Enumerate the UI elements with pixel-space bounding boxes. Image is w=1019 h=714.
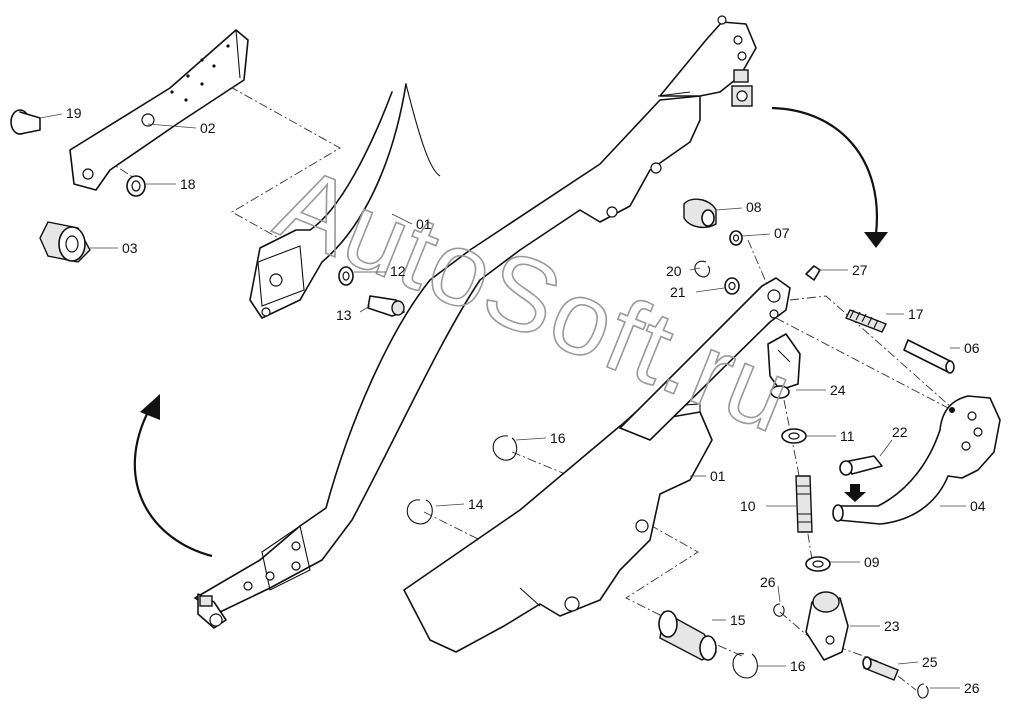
callout-26-lower: 26 <box>964 680 980 696</box>
part-06-pin <box>903 339 955 374</box>
part-21-washer <box>724 277 740 295</box>
part-26-clip-lower <box>917 683 929 699</box>
part-24-clevis <box>767 333 801 399</box>
callout-01-lower: 01 <box>710 468 726 484</box>
callout-12: 12 <box>390 263 406 279</box>
callout-22: 22 <box>892 424 908 440</box>
callout-14: 14 <box>468 496 484 512</box>
callout-labels: 19 02 18 03 01 12 13 08 07 20 27 21 17 0… <box>66 105 986 696</box>
assembly-lines <box>91 69 953 691</box>
part-04-pedal-arm <box>832 395 1001 525</box>
watermark-text: AutoSoft.ru <box>262 145 808 456</box>
part-09-washer <box>805 556 831 572</box>
callout-07: 07 <box>774 225 790 241</box>
callout-23: 23 <box>884 618 900 634</box>
part-25-pin <box>862 656 899 681</box>
callout-25: 25 <box>922 654 938 670</box>
callout-08: 08 <box>746 199 762 215</box>
callout-04: 04 <box>970 498 986 514</box>
small-down-arrow <box>844 484 866 502</box>
part-17-spring <box>845 309 887 333</box>
callout-17: 17 <box>908 306 924 322</box>
part-16-circlip-lower <box>732 653 758 679</box>
callout-02: 02 <box>200 120 216 136</box>
callout-19: 19 <box>66 105 82 121</box>
part-07-washer <box>729 230 743 246</box>
callout-01-upper: 01 <box>416 216 432 232</box>
part-13-bolt <box>367 295 405 317</box>
part-15-roller <box>658 610 717 661</box>
callout-20: 20 <box>666 263 682 279</box>
callout-21: 21 <box>670 284 686 300</box>
curved-arrow-left <box>133 394 213 558</box>
callout-11: 11 <box>840 428 855 444</box>
callout-09: 09 <box>864 554 880 570</box>
callout-15: 15 <box>730 612 746 628</box>
callout-03: 03 <box>122 240 138 256</box>
frame-rail-upper <box>249 83 441 319</box>
part-20-circlip <box>694 260 711 278</box>
callout-24: 24 <box>830 382 846 398</box>
part-23-clevis <box>805 591 849 661</box>
callout-06: 06 <box>964 340 980 356</box>
part-22-pin <box>839 455 883 476</box>
part-11-washer <box>781 428 807 444</box>
curved-arrow-right <box>771 106 888 248</box>
callout-16-upper: 16 <box>550 430 566 446</box>
part-03-bushing <box>39 221 91 263</box>
callout-10: 10 <box>740 498 756 514</box>
part-27-grease-nipple <box>805 265 821 281</box>
callout-18: 18 <box>180 176 196 192</box>
callout-27: 27 <box>852 262 868 278</box>
callout-13: 13 <box>336 307 352 323</box>
main-arm <box>194 15 757 629</box>
part-08-cap <box>683 198 717 229</box>
part-10-stud <box>795 475 813 533</box>
part-12-washer <box>338 266 354 286</box>
leader-lines <box>39 113 966 689</box>
part-18-washer <box>126 175 146 197</box>
bell-crank-lever <box>619 277 791 441</box>
part-14-circlip <box>406 499 433 525</box>
part-26-clip-upper <box>773 603 785 617</box>
callout-16-lower: 16 <box>790 658 806 674</box>
callout-26-upper: 26 <box>760 574 776 590</box>
part-19-bolt <box>10 109 41 135</box>
part-16-circlip-upper <box>492 435 518 461</box>
part-02-plate <box>69 29 249 191</box>
